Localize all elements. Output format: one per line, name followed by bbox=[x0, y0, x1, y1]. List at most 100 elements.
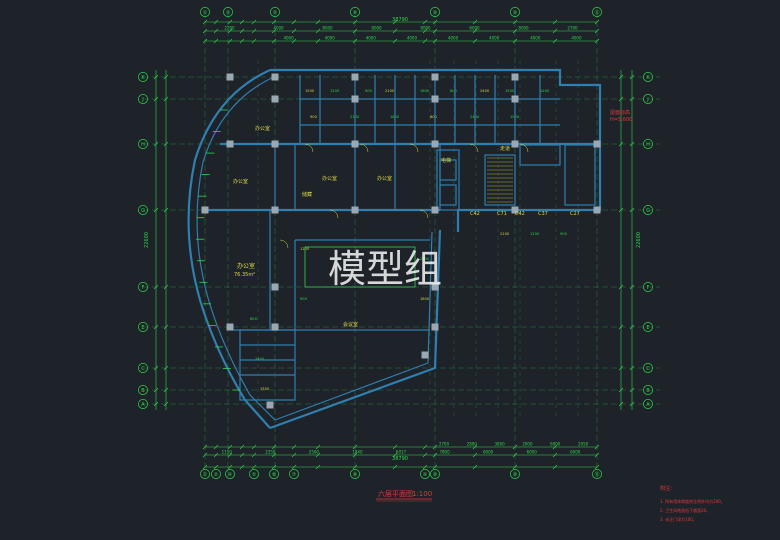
axis-bubble-left-circle bbox=[138, 363, 148, 373]
dimension-tick bbox=[202, 19, 208, 25]
dimension-tick bbox=[153, 387, 159, 393]
stair bbox=[484, 154, 516, 206]
dimension-tick bbox=[251, 38, 257, 44]
structural-column bbox=[431, 283, 439, 291]
south-diagonal-wall bbox=[269, 229, 442, 430]
dimension-tick bbox=[213, 19, 219, 25]
axis-bubble-bottom-circle bbox=[289, 469, 299, 479]
dimension-tick bbox=[552, 452, 558, 458]
structural-column bbox=[351, 95, 359, 103]
structural-column bbox=[201, 206, 209, 214]
axis-bubble-bottom-label: ② bbox=[214, 472, 219, 478]
dimension-tick bbox=[352, 38, 358, 44]
structural-column bbox=[271, 206, 279, 214]
axis-bubble-top-label: ③ bbox=[226, 10, 230, 16]
dimension-tick bbox=[315, 38, 321, 44]
structural-column bbox=[431, 73, 439, 81]
axis-bubble-right-label: C bbox=[646, 366, 650, 372]
axis-bubble-top-circle bbox=[430, 7, 440, 17]
dimension-tick bbox=[202, 464, 208, 470]
dimension-tick bbox=[153, 401, 159, 407]
axis-bubble-bottom-label: ⑥ bbox=[272, 472, 277, 478]
door-swing bbox=[279, 239, 289, 249]
structural-column bbox=[511, 206, 519, 214]
dimension-value: 8000 bbox=[420, 26, 431, 31]
dimension-value: 6000 bbox=[550, 442, 561, 447]
dimension-tick bbox=[227, 28, 233, 34]
dimension-tick bbox=[618, 96, 624, 102]
dimension-tick bbox=[271, 452, 277, 458]
dimension-value: 1150 bbox=[222, 450, 233, 455]
dimension-tick bbox=[163, 365, 169, 371]
axis-bubble-bottom-label: ⑨ bbox=[423, 472, 427, 478]
dimension-tick bbox=[629, 207, 635, 213]
overall-dimension-top: 38790 bbox=[392, 17, 408, 23]
dimension-tick bbox=[422, 19, 428, 25]
structural-column bbox=[226, 73, 234, 81]
dimension-tick bbox=[594, 444, 600, 450]
dimension-tick bbox=[422, 28, 428, 34]
dimension-value: 6000 bbox=[527, 450, 538, 455]
dimension-tick bbox=[392, 38, 398, 44]
dimension-tick bbox=[618, 324, 624, 330]
dimension-tick bbox=[227, 452, 233, 458]
dimension-value: 1200 bbox=[330, 89, 340, 93]
axis-bubble-right-label: B bbox=[646, 388, 650, 394]
dimension-tick bbox=[618, 74, 624, 80]
dimension-value: 2100 bbox=[385, 89, 395, 93]
door-swing bbox=[359, 143, 369, 153]
structural-column bbox=[511, 73, 519, 81]
dimension-value: 2100 bbox=[420, 257, 430, 261]
columns bbox=[201, 73, 601, 409]
dimension-tick bbox=[213, 38, 219, 44]
axis-bubble-bottom-circle bbox=[225, 469, 235, 479]
structural-column bbox=[266, 401, 274, 409]
notes-heading: 附注： bbox=[660, 485, 675, 492]
axis-bubble-right-circle bbox=[643, 282, 653, 292]
structural-column bbox=[511, 95, 519, 103]
axis-grid bbox=[143, 12, 660, 478]
axis-bubble-top-label: ⑫ bbox=[594, 9, 599, 16]
dimension-tick bbox=[271, 19, 277, 25]
dimension-tick bbox=[153, 324, 159, 330]
room-label-office-mid: 办公室 bbox=[322, 175, 337, 182]
dimension-value: 1200 bbox=[540, 89, 550, 93]
dimension-tick bbox=[594, 452, 600, 458]
dimension-value: 4000 bbox=[530, 36, 541, 41]
door-swing bbox=[409, 143, 419, 153]
axis-bubble-bottom-circle bbox=[200, 469, 210, 479]
dimension-value: 2950 bbox=[578, 442, 589, 447]
structural-column bbox=[431, 140, 439, 148]
dimension-tick bbox=[163, 401, 169, 407]
axis-bubble-right-circle bbox=[643, 385, 653, 395]
dimension-tick bbox=[271, 444, 277, 450]
south-diagonal-wall-inner bbox=[274, 231, 433, 421]
structural-column bbox=[351, 206, 359, 214]
dimension-tick bbox=[315, 444, 321, 450]
dimension-tick bbox=[153, 96, 159, 102]
dimension-tick bbox=[352, 452, 358, 458]
axis-bubble-top-label: ⑧ bbox=[353, 10, 358, 16]
overall-dimension-bottom: 38790 bbox=[392, 456, 408, 462]
dimension-tick bbox=[251, 464, 257, 470]
dimension-value: 600 bbox=[250, 317, 258, 321]
dimension-value: 1840 bbox=[352, 450, 363, 455]
axis-bubble-bottom-label: ⑫ bbox=[594, 471, 599, 478]
axis-bubble-right-circle bbox=[643, 205, 653, 215]
dimension-tick bbox=[472, 452, 478, 458]
axis-bubble-bottom-label: ⑦ bbox=[292, 472, 297, 478]
dimension-value: 1200 bbox=[530, 232, 540, 236]
dimension-tick bbox=[213, 452, 219, 458]
dimension-tick bbox=[618, 387, 624, 393]
dimension-tick bbox=[629, 387, 635, 393]
axis-bubble-right-label: E bbox=[646, 325, 649, 331]
axis-bubble-bottom-circle bbox=[430, 469, 440, 479]
dimension-tick bbox=[472, 19, 478, 25]
dimension-value: 6000 bbox=[570, 450, 581, 455]
dimension-tick bbox=[202, 452, 208, 458]
dimension-value: 1500 bbox=[305, 89, 315, 93]
dimension-tick bbox=[251, 28, 257, 34]
